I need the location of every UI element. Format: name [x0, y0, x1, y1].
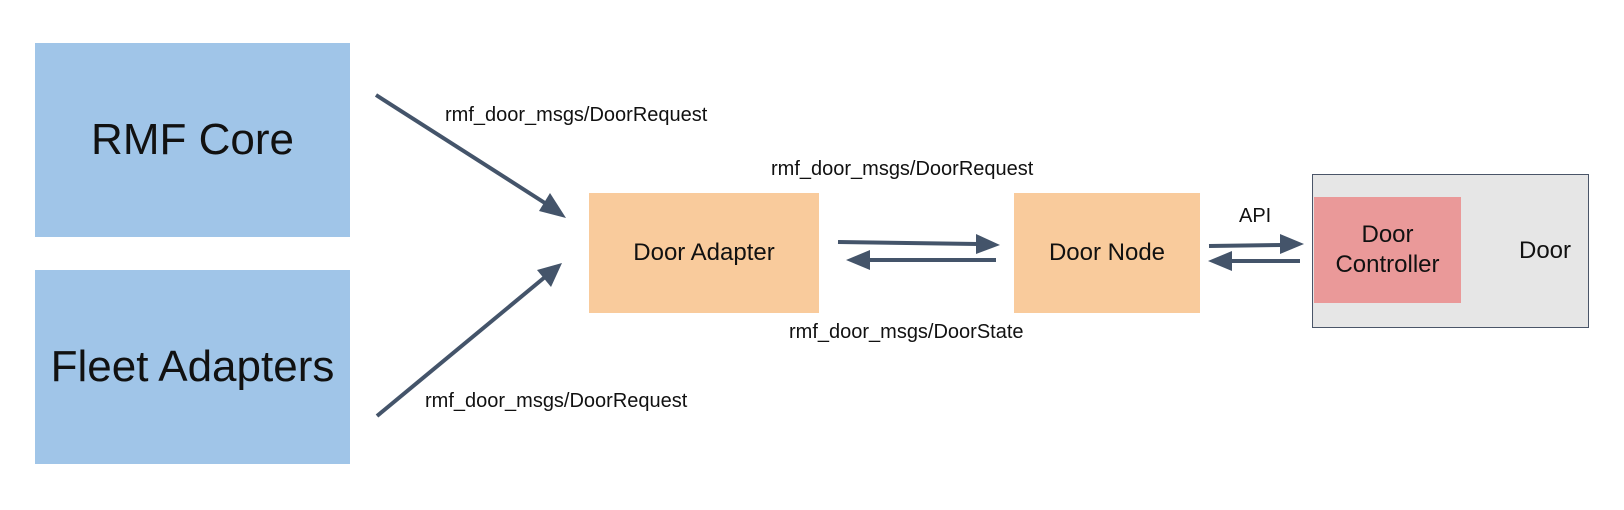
rmf-core-label: RMF Core — [91, 115, 294, 164]
door-controller-node: Door Controller — [1314, 197, 1461, 303]
arrowhead-adapter-to-node — [976, 234, 1000, 254]
door-adapter-node: Door Adapter — [589, 193, 819, 313]
arrowhead-fleet — [537, 263, 562, 287]
edge-label-adapter-to-node: rmf_door_msgs/DoorRequest — [771, 158, 1034, 180]
rmf-core-node: RMF Core — [35, 43, 350, 237]
door-node: Door Node — [1014, 193, 1200, 313]
arrowhead-controller-to-node — [1208, 251, 1232, 271]
edge-label-rmf-core-request: rmf_door_msgs/DoorRequest — [445, 104, 708, 126]
fleet-adapters-label: Fleet Adapters — [50, 342, 335, 391]
arrowhead-rmf-core — [539, 193, 566, 218]
arrowhead-node-to-adapter — [846, 250, 870, 270]
door-adapter-label: Door Adapter — [633, 239, 775, 266]
edge-label-fleet-request: rmf_door_msgs/DoorRequest — [425, 390, 688, 412]
arrow-rmf-core-to-adapter — [374, 93, 550, 207]
arrow-adapter-to-node — [837, 240, 979, 246]
arrow-fleet-to-adapter — [375, 275, 547, 418]
door-label: Door — [1519, 237, 1572, 264]
edge-label-api: API — [1239, 205, 1272, 227]
edge-label-node-to-adapter: rmf_door_msgs/DoorState — [789, 321, 1024, 343]
arrow-node-to-controller — [1208, 243, 1283, 248]
door-controller-label: Door Controller — [1335, 221, 1440, 278]
arrowhead-node-to-controller — [1280, 234, 1304, 254]
door-node-label: Door Node — [1048, 239, 1166, 266]
fleet-adapters-node: Fleet Adapters — [35, 270, 350, 464]
